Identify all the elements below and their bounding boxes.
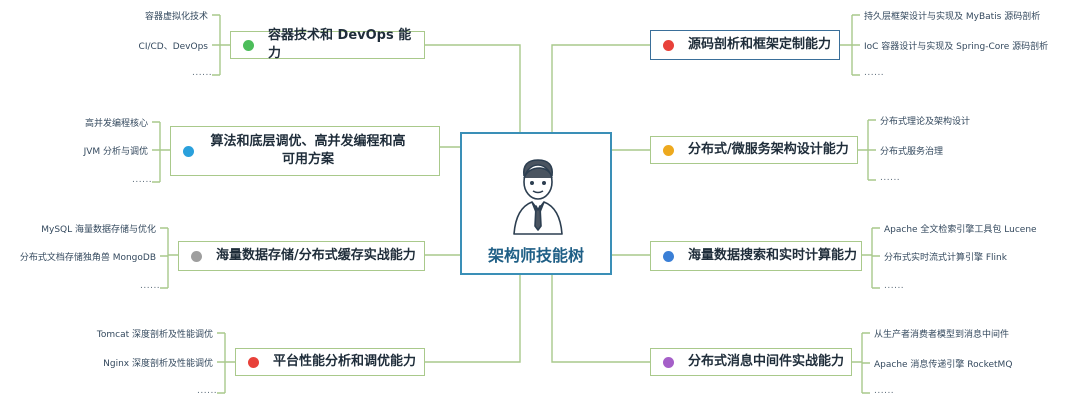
status-dot [243, 39, 254, 51]
more-ellipsis: ...... [132, 175, 153, 185]
leaf-item: 容器虚拟化技术 [144, 12, 208, 22]
leaf-item: CI/CD、DevOps [138, 42, 208, 52]
leaf-item: MySQL 海量数据存储与优化 [41, 225, 156, 235]
branch-label: 分布式/微服务架构设计能力 [688, 142, 849, 157]
branch-microservice[interactable]: 分布式/微服务架构设计能力 [650, 136, 858, 164]
more-ellipsis: ...... [192, 68, 213, 78]
branch-label: 海量数据搜索和实时计算能力 [688, 248, 858, 263]
branch-source-code[interactable]: 源码剖析和框架定制能力 [650, 30, 840, 60]
leaf-item: 高并发编程核心 [84, 119, 148, 129]
more-ellipsis: ...... [864, 68, 885, 78]
leaf-item: Apache 全文检索引擎工具包 Lucene [884, 225, 1037, 235]
leaf-item: Apache 消息传递引擎 RocketMQ [874, 360, 1013, 370]
branch-messaging[interactable]: 分布式消息中间件实战能力 [650, 348, 852, 376]
center-node: 架构师技能树 [460, 132, 612, 275]
branch-storage[interactable]: 海量数据存储/分布式缓存实战能力 [178, 241, 425, 271]
leaf-item: 从生产者消费者模型到消息中间件 [874, 330, 1010, 340]
leaf-item: Tomcat 深度剖析及性能调优 [96, 330, 213, 340]
more-ellipsis: ...... [884, 281, 905, 291]
status-dot [663, 144, 674, 156]
leaf-item: JVM 分析与调优 [83, 147, 148, 157]
architect-avatar-icon [513, 159, 563, 235]
branch-label: 分布式消息中间件实战能力 [688, 354, 845, 369]
branch-performance[interactable]: 平台性能分析和调优能力 [235, 348, 425, 376]
branch-label: 平台性能分析和调优能力 [273, 354, 417, 369]
status-dot [248, 356, 259, 368]
status-dot [183, 145, 194, 157]
leaf-item: 分布式实时流式计算引擎 Flink [884, 253, 1007, 263]
leaf-item: 持久层框架设计与实现及 MyBatis 源码剖析 [864, 12, 1041, 22]
more-ellipsis: ...... [140, 281, 161, 291]
branch-label: 源码剖析和框架定制能力 [688, 37, 832, 52]
status-dot [663, 250, 674, 262]
more-ellipsis: ...... [197, 386, 218, 396]
leaf-item: Nginx 深度剖析及性能调优 [103, 359, 213, 369]
leaf-item: 分布式服务治理 [880, 147, 944, 157]
leaf-item: IoC 容器设计与实现及 Spring-Core 源码剖析 [864, 42, 1049, 52]
branch-label: 海量数据存储/分布式缓存实战能力 [216, 248, 416, 263]
more-ellipsis: ...... [880, 173, 901, 183]
status-dot [191, 250, 202, 262]
status-dot [663, 356, 674, 368]
branch-label: 算法和底层调优、高并发编程和高可用方案 [210, 134, 406, 167]
branch-devops[interactable]: 容器技术和 DevOps 能力 [230, 28, 425, 61]
branch-search[interactable]: 海量数据搜索和实时计算能力 [650, 241, 862, 271]
leaf-item: 分布式理论及架构设计 [880, 117, 971, 127]
more-ellipsis: ...... [874, 386, 895, 396]
branch-algorithm[interactable]: 算法和底层调优、高并发编程和高可用方案 [170, 126, 440, 176]
center-title: 架构师技能树 [487, 246, 584, 265]
branch-label: 容器技术和 DevOps 能力 [268, 28, 412, 61]
status-dot [663, 39, 674, 51]
leaf-item: 分布式文档存储独角兽 MongoDB [19, 253, 156, 263]
